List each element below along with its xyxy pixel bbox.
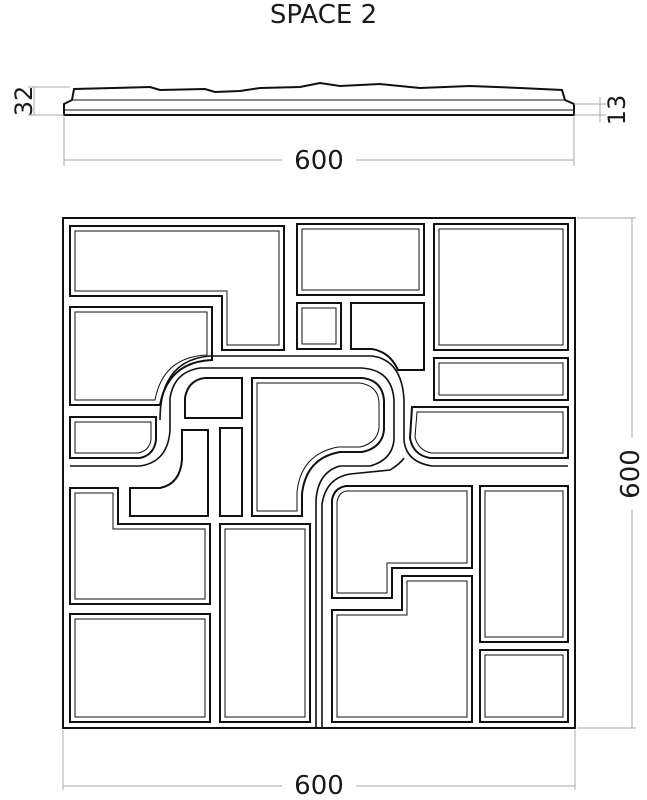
channel-main xyxy=(70,367,395,728)
channel-upper xyxy=(159,355,568,467)
raised-blocks xyxy=(69,223,569,723)
block-lower-center xyxy=(331,485,473,599)
block-right-third xyxy=(408,406,569,459)
block-bottom-right xyxy=(479,649,569,723)
dim-plan-width-label: 600 xyxy=(294,771,344,800)
block-left-second xyxy=(69,306,213,406)
block-small-right xyxy=(350,302,425,371)
block-small-square xyxy=(296,302,342,350)
channel-lines xyxy=(70,355,568,728)
channel-inner xyxy=(321,457,405,728)
block-thin-vertical xyxy=(219,427,243,517)
drawing-title: SPACE 2 xyxy=(269,0,378,30)
panel-outline xyxy=(62,217,576,729)
block-inner-left xyxy=(184,377,243,419)
block-top-middle xyxy=(296,223,425,296)
block-right-strip xyxy=(433,357,569,401)
block-bottom-center-right xyxy=(331,575,473,723)
dim-13-label: 13 xyxy=(603,95,631,126)
profile-outline xyxy=(63,81,575,116)
block-thin-left xyxy=(129,429,209,517)
block-lower-left xyxy=(69,487,211,605)
block-top-right xyxy=(433,223,569,351)
block-left-third xyxy=(69,416,157,459)
dim-profile-width-label: 600 xyxy=(294,146,344,176)
block-bottom-left xyxy=(69,613,211,723)
block-lower-right xyxy=(479,485,569,643)
block-top-left-l xyxy=(69,225,285,351)
block-center xyxy=(251,377,385,517)
block-bottom-middle xyxy=(219,523,311,723)
dim-32-label: 32 xyxy=(10,86,38,117)
side-profile: 32 13 600 xyxy=(10,81,631,176)
plan-view: 600 600 xyxy=(62,217,646,800)
dim-plan-height-label: 600 xyxy=(616,449,646,499)
